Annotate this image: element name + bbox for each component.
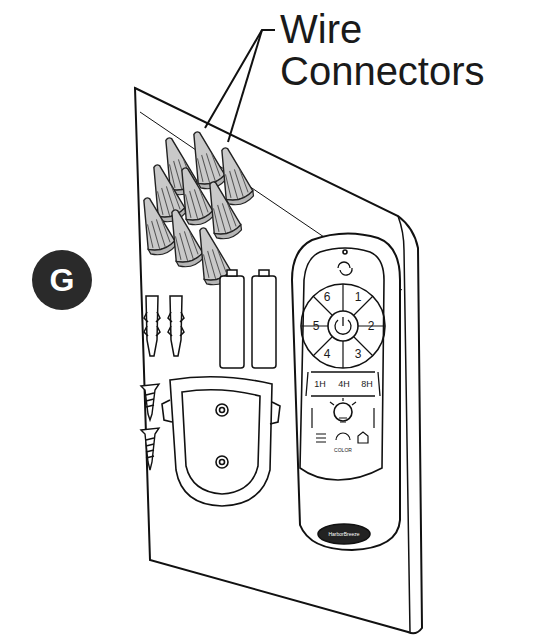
timer-button: 4H	[338, 380, 350, 389]
part-label: Wire Connectors	[280, 8, 540, 92]
button-number: 3	[355, 348, 362, 360]
timer-button: 8H	[361, 380, 373, 389]
button-number: 1	[355, 291, 362, 303]
button-number: 4	[324, 348, 331, 360]
button-caption: COLOR	[334, 448, 352, 453]
section-badge: G	[32, 250, 92, 310]
badge-letter: G	[50, 264, 75, 296]
button-number: 6	[324, 291, 331, 303]
button-number: 2	[368, 320, 375, 332]
timer-button: 1H	[314, 380, 326, 389]
button-number: 5	[313, 320, 320, 332]
brand-logo: HarborBreeze	[328, 532, 359, 537]
